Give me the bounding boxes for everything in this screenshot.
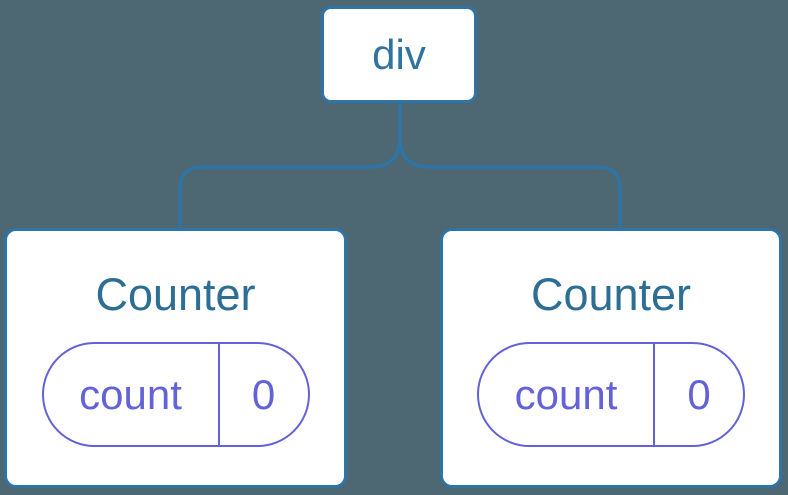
root-node-div: div bbox=[321, 6, 477, 103]
state-pill: count 0 bbox=[41, 342, 310, 448]
component-title: Counter bbox=[530, 269, 692, 320]
connector-left-branch bbox=[178, 103, 402, 229]
counter-component-card-1: Counter count 0 bbox=[4, 228, 347, 488]
state-key: count bbox=[44, 344, 220, 446]
component-title: Counter bbox=[95, 269, 256, 320]
state-value: 0 bbox=[687, 370, 711, 418]
counter-component-card-2: Counter count 0 bbox=[440, 228, 782, 488]
state-key: count bbox=[479, 344, 655, 446]
root-node-label: div bbox=[372, 30, 426, 78]
connector-right-branch bbox=[398, 103, 622, 229]
state-value: 0 bbox=[251, 370, 276, 418]
state-pill: count 0 bbox=[477, 342, 745, 448]
